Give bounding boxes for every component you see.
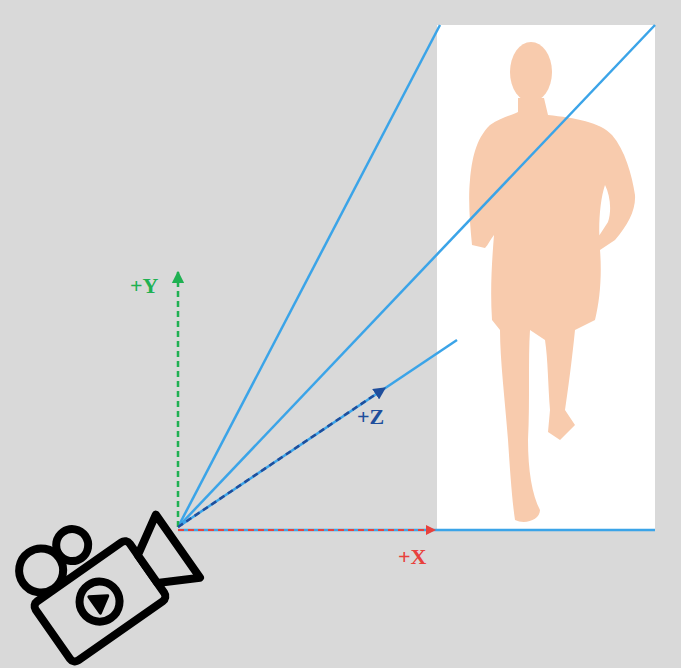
runner-silhouette xyxy=(469,42,635,522)
y-axis-label: +Y xyxy=(130,275,158,297)
camera-icon xyxy=(6,480,200,665)
view-frustum xyxy=(178,25,655,530)
x-axis xyxy=(178,529,435,531)
z-axis-label: +Z xyxy=(357,406,384,428)
image-plane xyxy=(437,25,655,530)
z-axis xyxy=(178,388,385,527)
y-axis xyxy=(177,272,180,527)
x-axis-label: +X xyxy=(398,546,426,568)
